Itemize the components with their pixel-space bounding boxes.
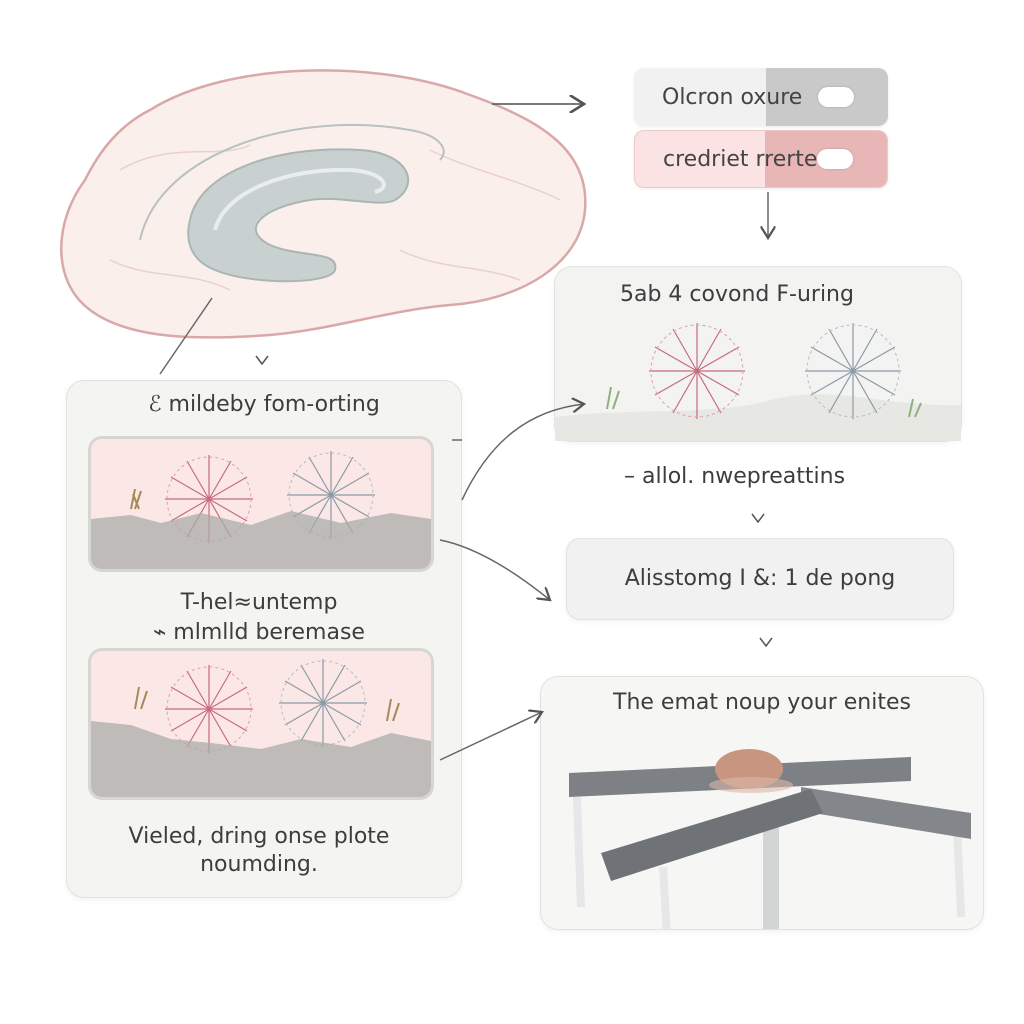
brain-fold-3 [109,259,231,291]
gray-flower-icon-3 [805,323,901,419]
grass-tuft-icon-2 [134,686,148,710]
brain-outline [60,69,587,339]
grass-tuft-icon-4 [606,386,620,410]
ground-strip [91,511,431,569]
left-card-middle-line2: ⌁ mlmlld beremase [153,620,365,645]
grass-tuft-icon-5 [908,398,922,418]
left-card-heading: ℰ mildeby fom-orting [148,392,380,417]
flowers-card-ground [555,394,961,441]
grass-tuft-icon [130,488,142,510]
left-card-middle-line1: T-hel≈untemp [180,590,338,615]
flower-panel-top [88,436,434,572]
ground-strip-2 [91,721,431,797]
grass-tuft-icon-3 [386,698,400,722]
table-bar-left [601,789,823,881]
toggle-pink-knob[interactable] [817,149,853,169]
table-leg-front [659,867,671,929]
table-bar-right [801,787,971,839]
toggle-gray-label: Olcron oxure [662,84,803,110]
left-card-footer-line1: Vieled, dring onse plote [128,824,390,849]
toggle-pink-label: credriet rrerted [663,146,832,172]
flower-scene-bottom [91,659,431,797]
table-illustration [569,749,971,929]
table-card-title: The emat noup your enites [613,690,911,715]
table-card [540,676,984,930]
right-caption: – allol. nwepreattins [624,464,846,489]
toggle-pink[interactable]: credriet rrerted [634,130,888,188]
flower-panel-bottom [88,648,434,800]
flowers-card [554,266,962,442]
left-card-footer-line2: noumding. [200,852,318,877]
step-box-label: Alisstomg I &: 1 de pong [624,566,896,591]
pink-flower-icon-2 [165,665,253,753]
table-leg-left [573,797,585,907]
flower-scene-top [91,451,431,569]
brain-fold-1 [119,144,251,171]
brain-fold-4 [399,249,521,281]
step-box[interactable] [566,538,954,620]
gray-flower-icon-2 [279,659,367,747]
toggle-gray-knob[interactable] [818,87,854,107]
brain-ventricle-inner [213,167,386,231]
table-leg-center [763,817,779,929]
pink-flower-icon-3 [649,323,745,419]
table-leg-right [953,827,965,917]
brain-band [139,123,445,241]
flowers-card-title: 5ab 4 covond F-uring [620,282,854,307]
brain-ventricle [187,148,410,283]
toggle-gray[interactable]: Olcron oxure [634,68,888,126]
flowers-card-scene [555,323,961,441]
food-object-shadow [709,777,793,793]
